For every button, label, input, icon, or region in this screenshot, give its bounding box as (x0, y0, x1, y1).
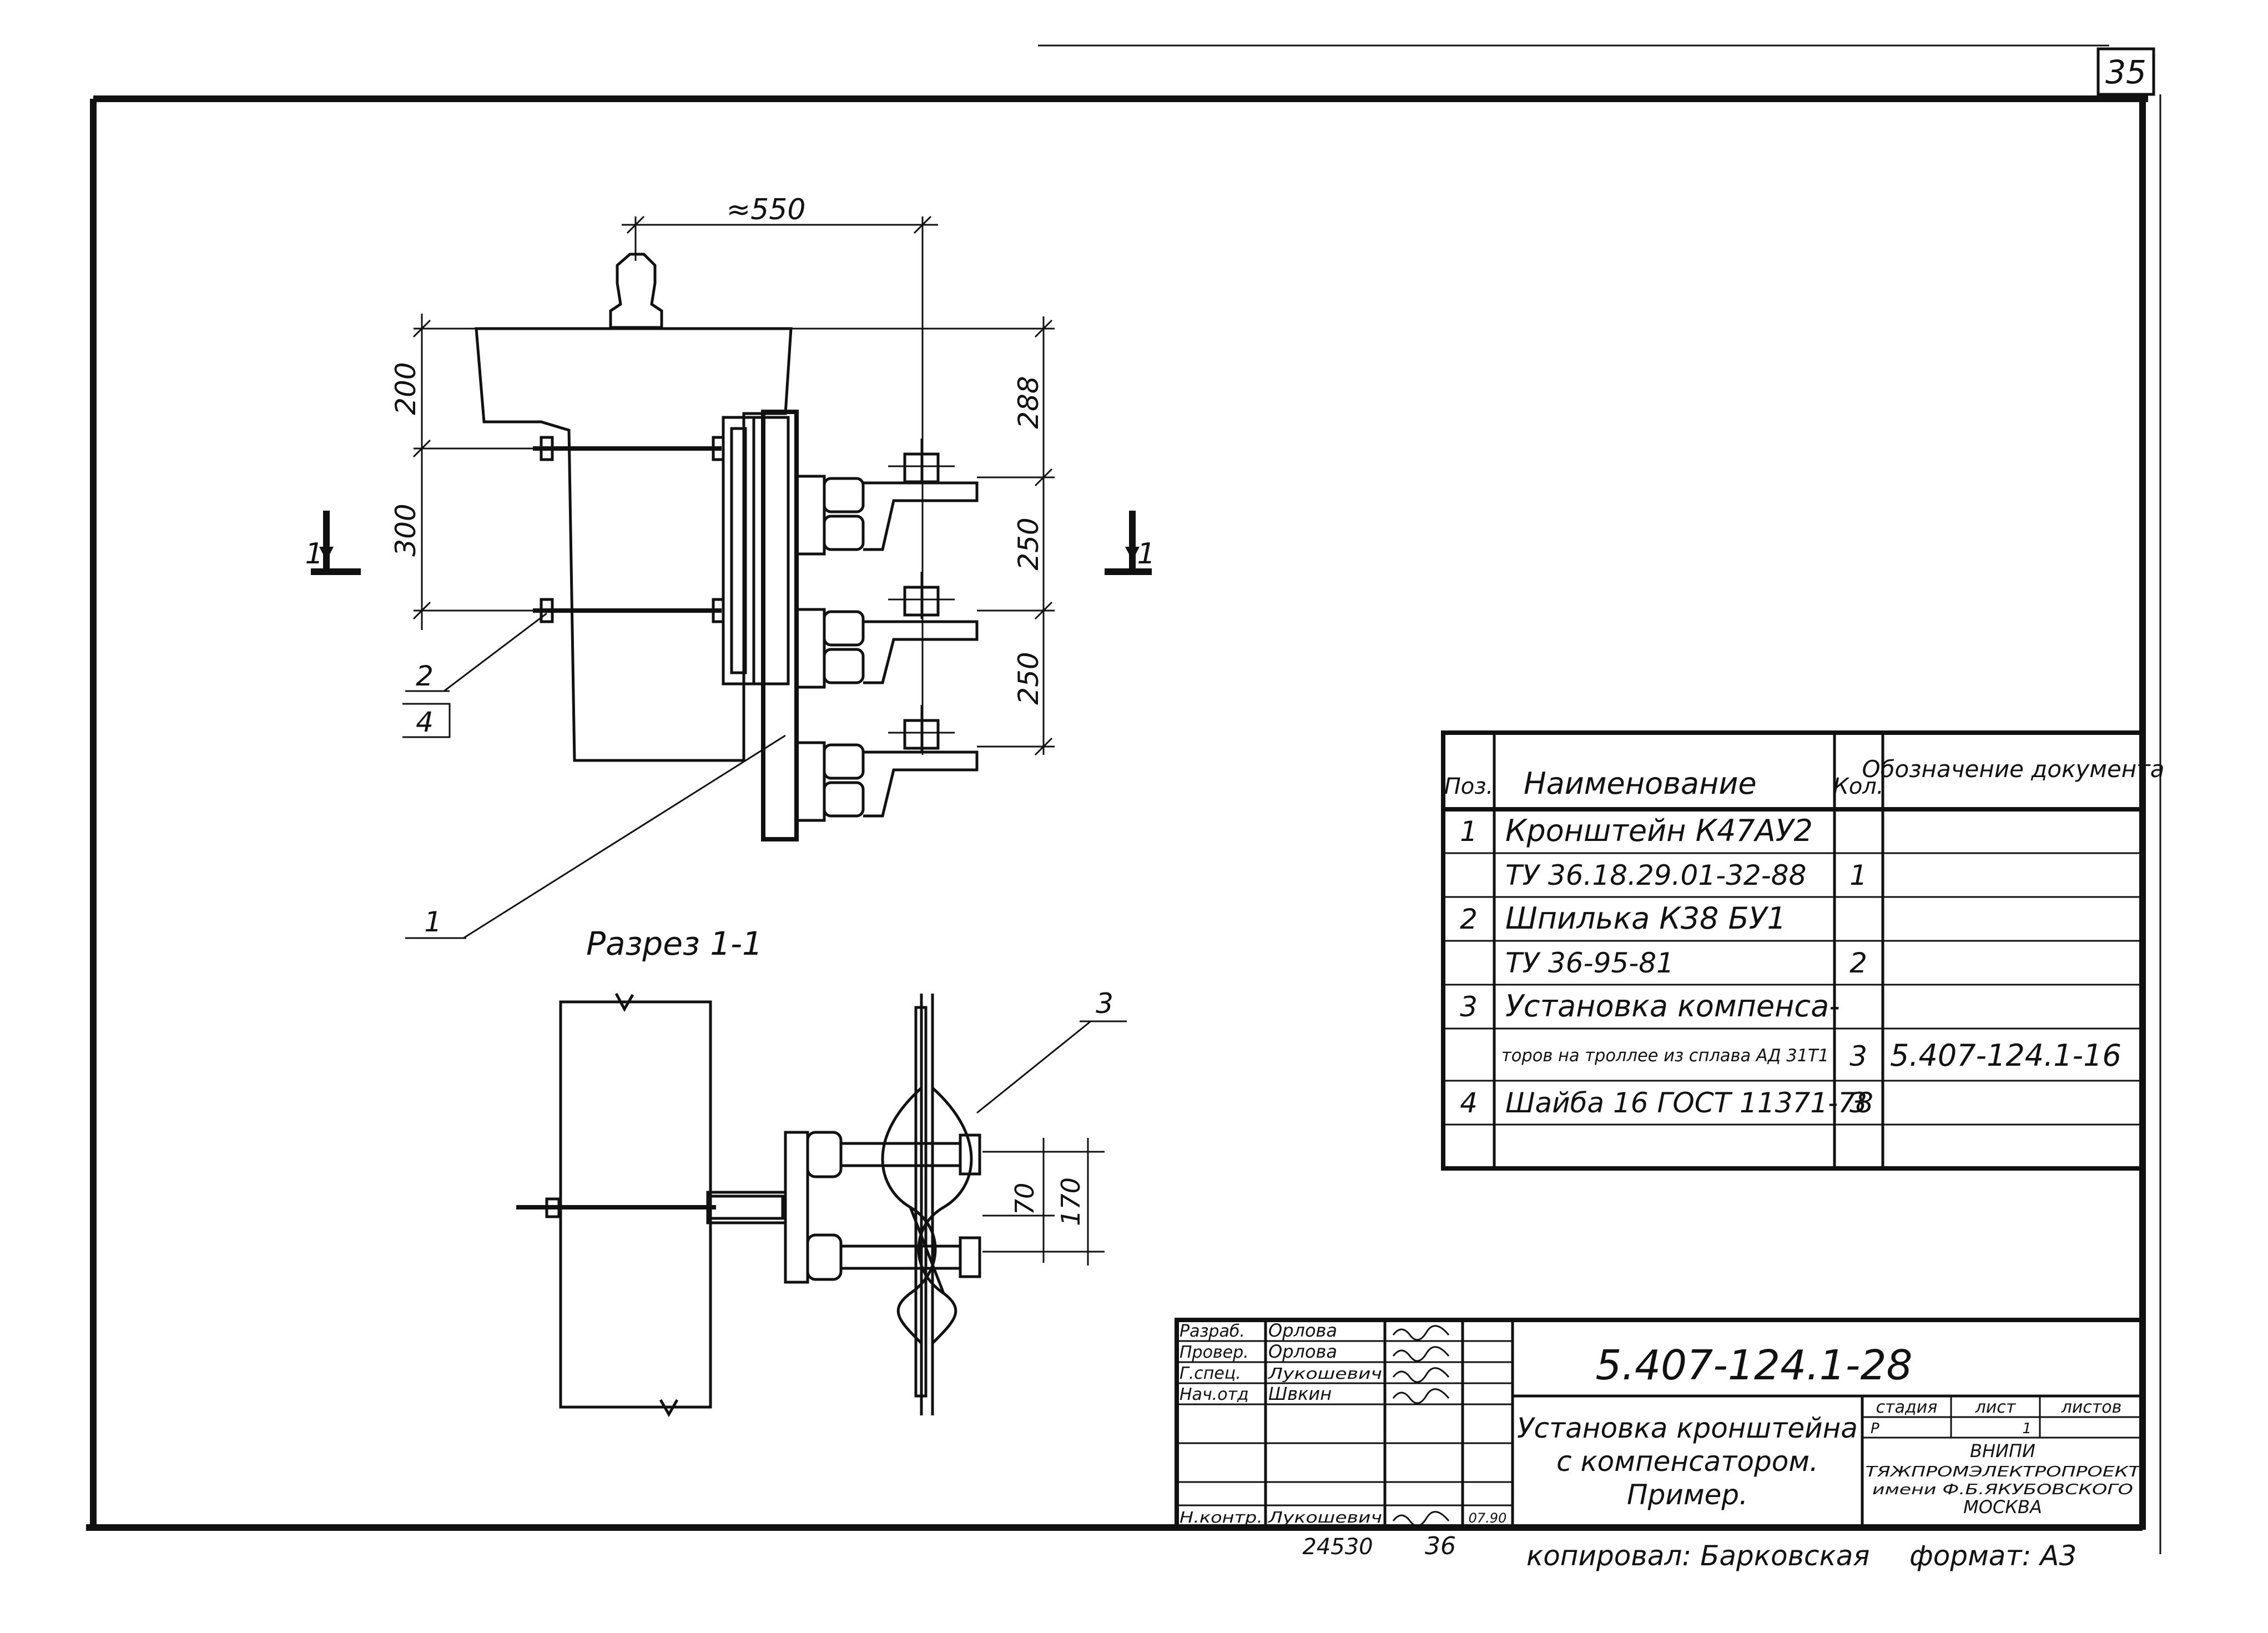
org-line-3: имени Ф.Б.ЯКУБОВСКОГО (1872, 1481, 2133, 1498)
callout-pos1: 1 (424, 906, 442, 938)
sign-date: 07.90 (1469, 1510, 1507, 1526)
signatures: Разраб. Орлова Провер. Орлова Г.спец. Лу… (1180, 1320, 1507, 1527)
holder-1 (795, 439, 979, 556)
copied-by: копировал: Барковская (1526, 1540, 1869, 1572)
table-row: 2 Шпилька К38 БУ1 (1460, 901, 1786, 936)
spec-cell-name: Шайба 16 ГОСТ 11371-78 (1505, 1087, 1873, 1119)
spec-header-doc: Обозначение документа (1862, 755, 2165, 783)
main-view (311, 215, 1152, 939)
section-dim-170: 170 (1056, 1177, 1086, 1226)
callout-pos3: 3 (1096, 987, 1113, 1020)
concrete-beam (475, 327, 793, 762)
sheet-format: формат: А3 (1909, 1540, 2077, 1572)
org-line-4: МОСКВА (1963, 1496, 2042, 1518)
sheets-header: листов (2061, 1398, 2122, 1417)
sign-name: Орлова (1268, 1320, 1337, 1341)
sign-role: Провер. (1180, 1343, 1249, 1362)
dim-left-2: 300 (390, 503, 422, 556)
dim-right-3: 250 (1012, 652, 1045, 704)
spec-table-grid (1441, 730, 2146, 1171)
callout-pos2: 2 (416, 660, 434, 692)
spec-cell-name: ТУ 36.18.29.01-32-88 (1505, 859, 1806, 891)
spec-header-pos: Поз. (1444, 774, 1494, 799)
inventory-number: 24530 (1302, 1534, 1373, 1560)
spec-cell-name: Кронштейн К47АУ2 (1505, 813, 1813, 848)
spec-cell-qty: 3 (1849, 1087, 1867, 1119)
table-row: 3 Установка компенса- (1460, 989, 1840, 1024)
spec-cell-pos: 1 (1460, 815, 1478, 848)
table-row: ТУ 36.18.29.01-32-88 1 (1505, 859, 1867, 891)
holder-2 (795, 572, 979, 689)
spec-header-name: Наименование (1524, 766, 1757, 801)
title-line-3: Пример. (1627, 1479, 1748, 1511)
stage-value: Р (1871, 1420, 1879, 1437)
spec-cell-name: Установка компенса- (1505, 989, 1840, 1024)
page-number: 35 (2105, 53, 2146, 91)
org-line-1: ВНИПИ (1970, 1440, 2035, 1461)
spec-cell-name: Шпилька К38 БУ1 (1505, 901, 1786, 936)
dim-right-2: 250 (1012, 517, 1045, 570)
spec-cell-doc: 5.407-124.1-16 (1890, 1038, 2121, 1073)
organization-stamp: ВНИПИ ТЯЖПРОМЭЛЕКТРОПРОЕКТ имени Ф.Б.ЯКУ… (1866, 1440, 2142, 1518)
section-title: Разрез 1-1 (586, 925, 763, 962)
section-view (516, 992, 1127, 1418)
sheet-value: 1 (2022, 1420, 2032, 1437)
spec-cell-pos: 4 (1460, 1087, 1478, 1119)
spec-rows: 1 Кронштейн К47АУ2 ТУ 36.18.29.01-32-88 … (1460, 813, 2121, 1119)
sign-role: Нач.отд (1180, 1385, 1249, 1404)
section-mark-right: 1 (1137, 537, 1155, 571)
spec-cell-qty: 3 (1849, 1040, 1867, 1072)
callout-pos4: 4 (416, 706, 434, 738)
sign-role: Г.спец. (1180, 1364, 1241, 1383)
section-dim-70: 70 (1010, 1183, 1040, 1216)
table-row: торов на троллее из сплава АД 31Т1 3 5.4… (1501, 1038, 2121, 1073)
sign-role: Разраб. (1180, 1322, 1245, 1341)
sign-role: Н.контр. (1180, 1508, 1263, 1526)
sign-name: Орлова (1268, 1341, 1337, 1362)
spec-cell-name: торов на троллее из сплава АД 31Т1 (1501, 1046, 1829, 1066)
stage-header: стадия (1876, 1398, 1938, 1417)
spec-header-qty: Кол. (1833, 774, 1883, 799)
drawing-title: Установка кронштейна с компенсатором. Пр… (1517, 1412, 1858, 1511)
dim-right-1: 288 (1012, 376, 1045, 429)
sign-name: Лукошевич (1268, 1364, 1382, 1383)
spec-cell-name: ТУ 36-95-81 (1505, 947, 1674, 979)
section-mark-left: 1 (305, 537, 323, 571)
spec-cell-qty: 1 (1849, 859, 1867, 891)
sign-name: Швкин (1268, 1383, 1332, 1404)
dim-top: ≈550 (727, 193, 806, 226)
table-row: ТУ 36-95-81 2 (1505, 947, 1867, 979)
table-row: 1 Кронштейн К47АУ2 (1460, 813, 1813, 848)
org-line-2: ТЯЖПРОМЭЛЕКТРОПРОЕКТ (1866, 1464, 2142, 1480)
sign-name: Лукошевич (1268, 1508, 1382, 1526)
sheet-frame (86, 44, 2161, 1554)
page-ref: 36 (1425, 1532, 1456, 1560)
title-line-1: Установка кронштейна (1517, 1412, 1858, 1444)
drawing-designation: 5.407-124.1-28 (1595, 1342, 1912, 1389)
table-row: 4 Шайба 16 ГОСТ 11371-78 3 (1460, 1087, 1873, 1119)
spec-cell-qty: 2 (1849, 947, 1867, 979)
sheet-header: лист (1975, 1398, 2017, 1417)
spec-cell-pos: 2 (1460, 903, 1478, 935)
dim-left-1: 200 (390, 362, 422, 415)
title-line-2: с компенсатором. (1556, 1445, 1818, 1478)
spec-cell-pos: 3 (1460, 991, 1478, 1023)
holder-3 (795, 705, 979, 822)
title-block-grid (1175, 1318, 2146, 1530)
